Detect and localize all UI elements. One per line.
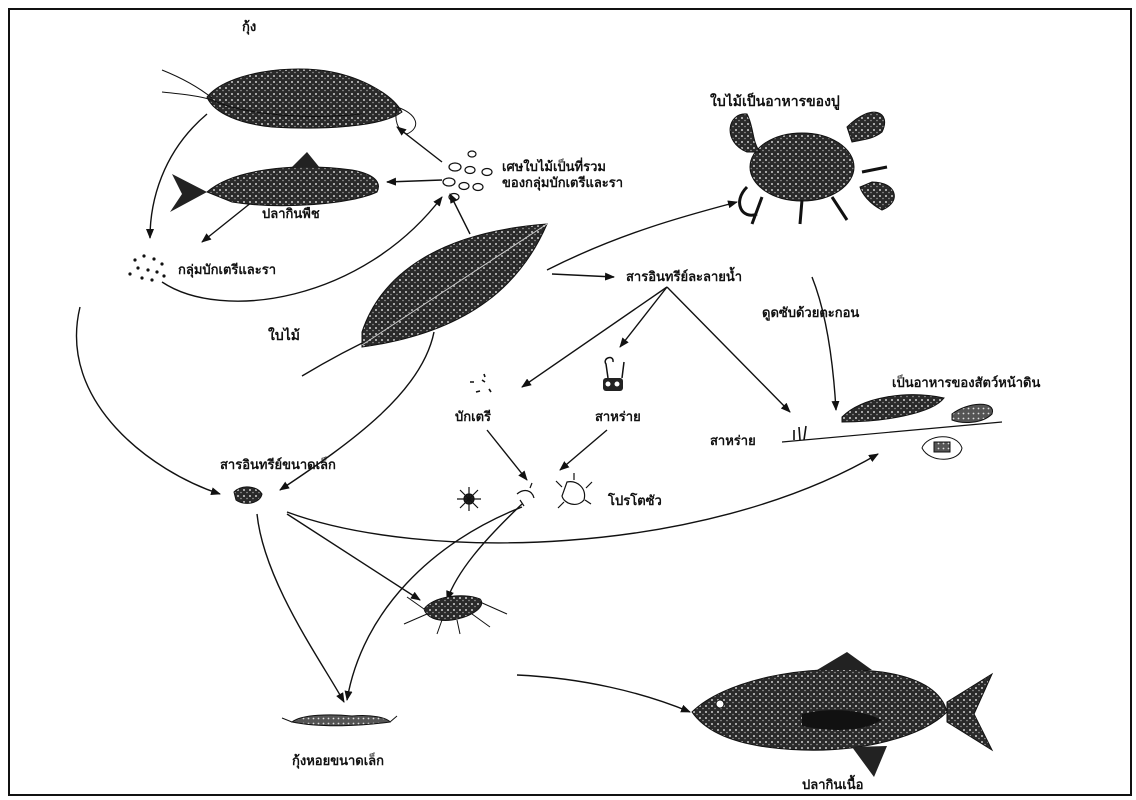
arrow-dissolved-to-bacteria	[522, 287, 667, 387]
arrow-debris-to-fish	[387, 180, 442, 182]
carnivore-fish-label: ปลากินเนื้อ	[802, 778, 863, 794]
copepod-illustration	[404, 596, 507, 634]
algae-illustration	[603, 358, 624, 391]
leaf-debris-label: เศษใบไม้เป็นที่รวมของกลุ่มบักเตรีและรา	[502, 160, 627, 193]
bacteria-specks-illustration	[470, 374, 491, 392]
protozoa-illustration	[457, 473, 592, 511]
arrow-bacteria-to-protozoa	[487, 430, 527, 480]
arrow-dissolved-to-sediment	[812, 277, 836, 410]
arrow-algae-to-protozoa	[560, 430, 607, 470]
carnivore-fish-illustration	[692, 652, 992, 777]
protozoa-label: โปรโตซัว	[608, 494, 662, 510]
bacteria-fungi-label: กลุ่มบักเตรีและรา	[178, 263, 276, 279]
small-organic-particle-illustration	[234, 487, 262, 503]
bacteria-fungi-cluster-illustration	[128, 254, 165, 281]
bacteria-label: บักเตรี	[455, 410, 491, 426]
herbivore-fish-label: ปลากินพืช	[262, 207, 320, 223]
food-web-diagram	[10, 10, 1134, 798]
absorbed-sediment-label: ดูดซับด้วยตะกอน	[762, 306, 859, 322]
arrow-dissolved-to-algae	[620, 287, 667, 347]
arrow-protozoa-to-copepod	[447, 504, 522, 600]
arrow-small-organic-to-copepod	[287, 514, 420, 600]
dissolved-organic-label: สารอินทรีย์ละลายน้ำ	[626, 270, 742, 286]
bottom-algae-illustration	[782, 422, 1002, 442]
leaf-label: ใบไม้	[268, 328, 300, 346]
algae-label: สาหร่าย	[595, 410, 641, 426]
crab-illustration	[730, 112, 894, 224]
arrow-leaf-to-crab	[547, 202, 737, 270]
bottom-algae-label: สาหร่าย	[710, 434, 756, 450]
small-shellfish-illustration	[282, 715, 397, 726]
arrow-bacteria-to-small-organic	[76, 307, 220, 494]
benthic-food-label: เป็นอาหารของสัตว์หน้าดิน	[892, 376, 1040, 392]
small-shellfish-label: กุ้งหอยขนาดเล็ก	[292, 754, 384, 770]
crab-food-label: ใบไม้เป็นอาหารของปู	[710, 94, 840, 112]
shrimp-illustration	[162, 69, 416, 134]
benthic-animals-illustration	[842, 395, 993, 460]
arrow-to-carnivore-fish	[517, 675, 690, 712]
arrow-shrimp-to-bacteria	[150, 114, 207, 238]
leaf-illustration	[362, 224, 547, 347]
herbivore-fish-illustration	[170, 152, 378, 212]
arrow-leaf-to-dissolved	[552, 274, 614, 277]
arrow-fish-to-bacteria	[202, 202, 252, 242]
shrimp-label: กุ้ง	[242, 20, 256, 36]
arrow-small-organic-to-benthic	[287, 454, 878, 543]
small-organic-label: สารอินทรีย์ขนาดเล็ก	[220, 458, 336, 474]
leaf-debris-illustration	[443, 151, 492, 201]
diagram-frame: กุ้ง เศษใบไม้เป็นที่รวมของกลุ่มบักเตรีแล…	[8, 8, 1132, 796]
